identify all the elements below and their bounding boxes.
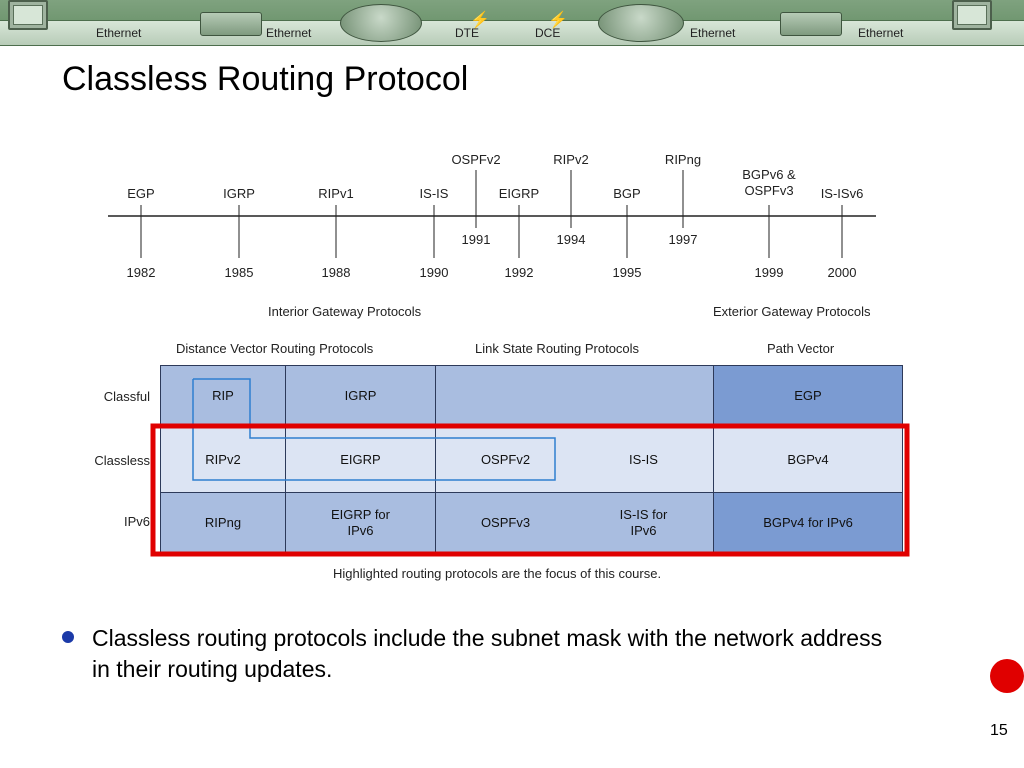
banner-label: Ethernet [858,26,904,40]
timeline-event: RIPv2 [553,152,589,167]
timeline-event: IGRP [223,186,255,201]
router-right-icon [598,4,684,42]
timeline-year: 1997 [668,232,698,247]
table-caption: Highlighted routing protocols are the fo… [333,566,662,581]
row-label-classless: Classless [94,453,150,468]
row-label-classful: Classful [103,389,150,404]
timeline-event: EIGRP [498,186,540,201]
distance-vector-header: Distance Vector Routing Protocols [176,341,374,356]
timeline-year: 1999 [754,265,784,280]
row-label-ipv6: IPv6 [123,514,150,529]
timeline-year: 1990 [419,265,449,280]
timeline-event: IS-IS [419,186,449,201]
table-cell: OSPFv3 [435,492,575,553]
slide-title: Classless Routing Protocol [62,60,469,98]
table-cell: EIGRP for IPv6 [285,492,436,553]
banner-label: Ethernet [266,26,312,40]
bullet-dot-icon [62,631,74,643]
interior-gateway-header: Interior Gateway Protocols [268,304,422,319]
timeline-event: RIPv1 [318,186,354,201]
timeline-event: OSPFv2 [451,152,501,167]
table-cell: BGPv4 for IPv6 [713,492,903,553]
timeline-year: 1995 [612,265,642,280]
table-cell: RIPv2 [160,426,286,493]
timeline-year: 1988 [321,265,351,280]
timeline-year: 2000 [827,265,857,280]
timeline-year: 1992 [504,265,534,280]
banner-label: DCE [535,26,561,40]
path-vector-header: Path Vector [767,341,835,356]
serial-link-icon: ⚡ [548,12,568,29]
switch-left-icon [200,12,262,36]
table-cell: EGP [713,365,903,427]
exterior-gateway-header: Exterior Gateway Protocols [713,304,871,319]
network-banner: ⚡ ⚡ Ethernet Ethernet DTE DCE Ethernet E… [0,0,1024,46]
pc-left-icon [6,0,50,44]
table-cell: BGPv4 [713,426,903,493]
router-left-icon [340,4,422,42]
table-cell: RIPng [160,492,286,553]
timeline-year: 1991 [461,232,491,247]
timeline-event: IS-ISv6 [820,186,864,201]
banner-label: Ethernet [690,26,736,40]
serial-link-icon: ⚡ [470,12,490,29]
switch-right-icon [780,12,842,36]
timeline-event: BGP [613,186,641,201]
timeline-event: BGPv6 & OSPFv3 [742,167,796,198]
red-dot-icon [990,659,1024,693]
table-cell: IS-IS [574,426,714,493]
table-cell: EIGRP [285,426,436,493]
timeline-axis [108,170,876,258]
link-state-header: Link State Routing Protocols [475,341,640,356]
table-cell: OSPFv2 [435,426,575,493]
table-cell [435,365,714,427]
table-cell: IS-IS for IPv6 [574,492,714,553]
banner-label: DTE [455,26,479,40]
table-cell: IGRP [285,365,436,427]
timeline-event: EGP [127,186,155,201]
bullet-text: Classless routing protocols include the … [92,625,883,682]
timeline-event: RIPng [664,152,702,167]
banner-bar [0,20,1024,46]
pc-right-icon [950,0,994,44]
table-cell: RIP [160,365,286,427]
timeline-year: 1982 [126,265,156,280]
banner-label: Ethernet [96,26,142,40]
timeline-year: 1985 [224,265,254,280]
page-number: 15 [990,722,1008,739]
timeline-year: 1994 [556,232,586,247]
